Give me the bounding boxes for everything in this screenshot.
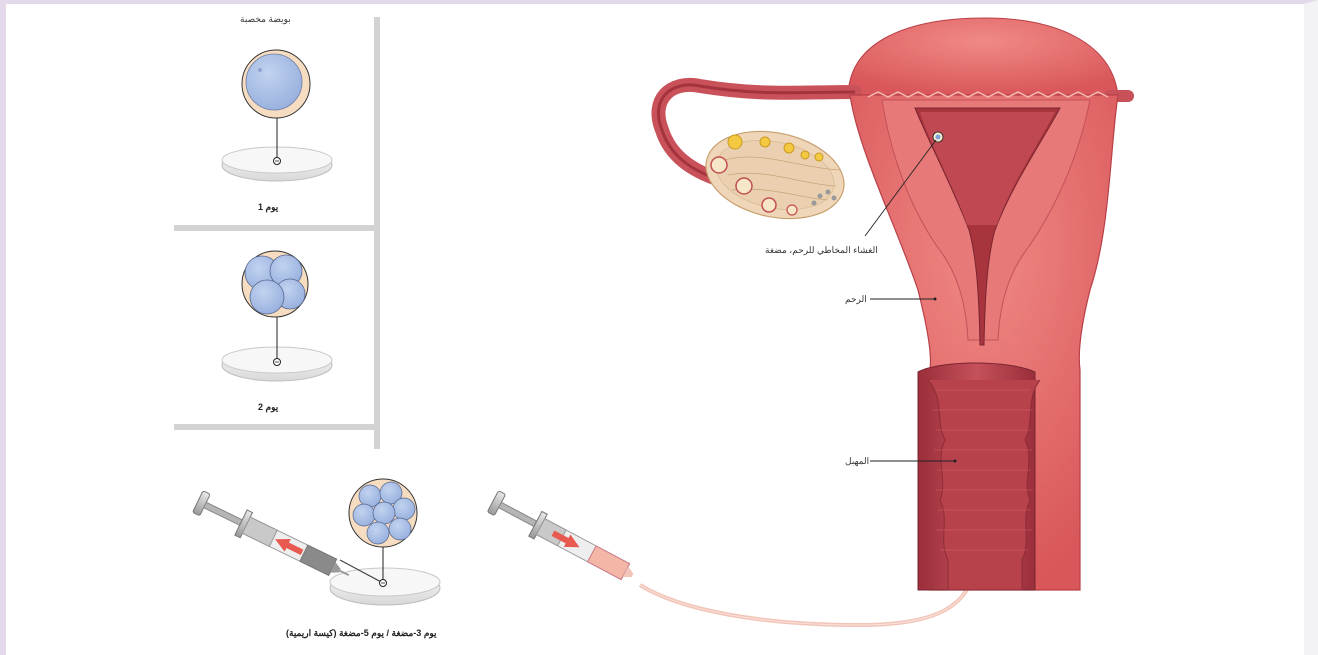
day2-label: يوم 2 [258,402,278,413]
vagina-label: المهبل [845,456,869,467]
day1-label: يوم 1 [258,202,278,213]
fertilized-egg-label: بويضة مخصبة [240,14,291,25]
day2-four-cell-embryo [222,251,332,381]
day3-5-label: يوم 3-مضغة / يوم 5-مضغة (كيسة اريمية) [286,628,437,639]
day1-zygote [222,50,332,181]
uterus-label: الرحم [845,294,867,305]
endometrium-embryo-label: الغشاء المخاطي للرحم، مضغة [765,245,878,256]
uterus-anatomy [658,18,1128,590]
